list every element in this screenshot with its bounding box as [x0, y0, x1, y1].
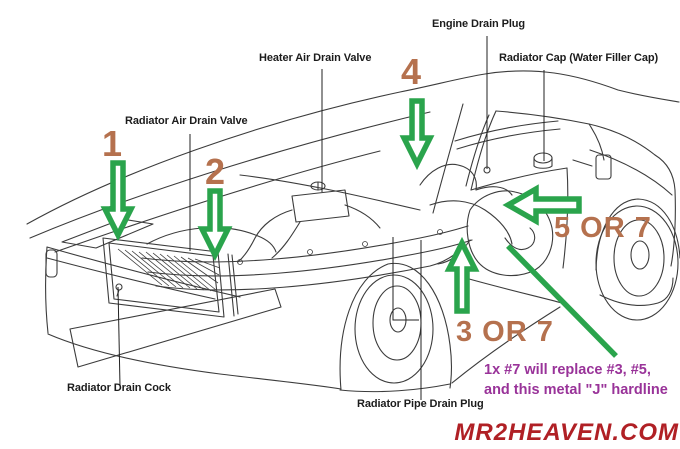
coolant-pipes [141, 225, 473, 291]
label-radiator-pipe-drain-plug: Radiator Pipe Drain Plug [357, 398, 484, 410]
label-engine-drain-plug: Engine Drain Plug [432, 18, 526, 30]
green-arrow-up-3or7-icon [444, 236, 480, 314]
green-arrow-left-5or7-icon [502, 184, 582, 226]
replacement-note-line1: 1x #7 will replace #3, #5, [484, 362, 651, 378]
green-arrow-down-2-icon [197, 188, 233, 262]
replacement-note: 1x #7 will replace #3, #5, and this meta… [484, 360, 668, 400]
green-arrow-down-1-icon [100, 160, 136, 242]
j-hardline-part [504, 227, 536, 251]
marker-4: 4 [401, 51, 422, 92]
label-heater-air-drain-valve: Heater Air Drain Valve [259, 52, 372, 64]
leader-lines [117, 36, 545, 400]
car-body-outline [26, 70, 680, 393]
radiator-assembly [102, 227, 277, 318]
radiator-cap-part [533, 152, 553, 164]
radiator-drain-cock-part [115, 283, 123, 291]
marker-5-or-7: 5 OR 7 [554, 212, 652, 244]
marker-2: 2 [205, 151, 226, 192]
heater-valve-assembly [237, 181, 381, 263]
watermark-text: MR2HEAVEN.COM [454, 419, 679, 446]
label-radiator-cap: Radiator Cap (Water Filler Cap) [499, 52, 659, 64]
highlight-arrows [100, 98, 618, 358]
radiator-hatch [117, 248, 221, 292]
label-radiator-drain-cock: Radiator Drain Cock [67, 382, 171, 394]
marker-1: 1 [102, 123, 123, 164]
engine-bay [419, 103, 561, 277]
green-arrow-down-4-icon [399, 98, 435, 171]
label-radiator-air-drain-valve: Radiator Air Drain Valve [125, 115, 248, 127]
note-pointer-line [506, 244, 618, 358]
marker-3-or-7: 3 OR 7 [456, 316, 554, 348]
replacement-note-line2: and this metal "J" hardline [484, 382, 668, 398]
